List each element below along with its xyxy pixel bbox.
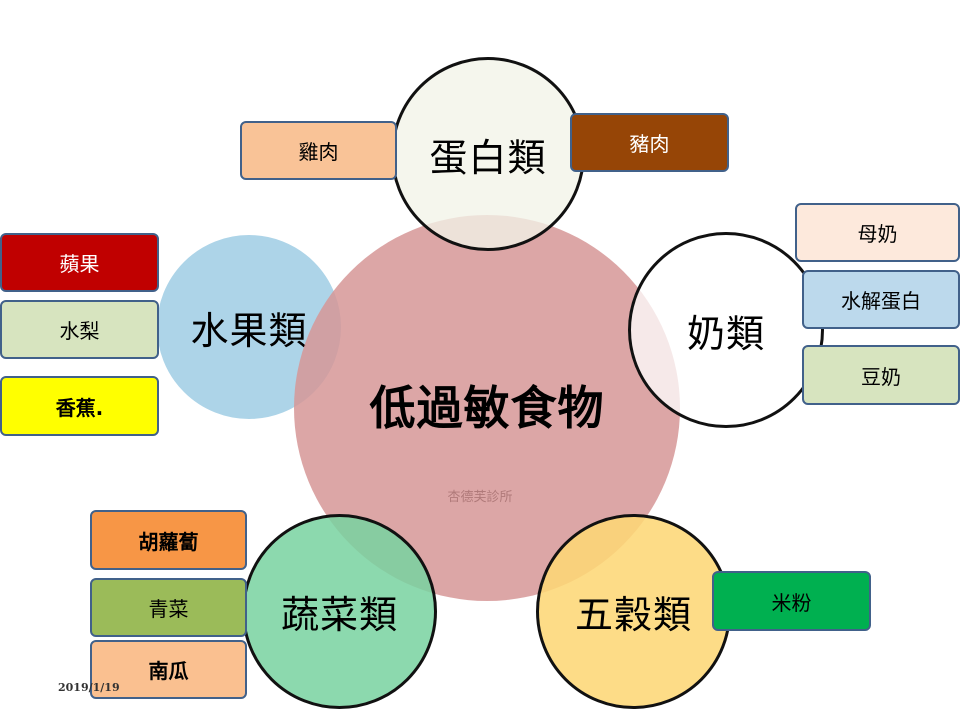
category-label-milk: 奶類 — [686, 311, 765, 356]
slide-date: 2019/1/19 — [58, 681, 120, 694]
category-label-fruit: 水果類 — [190, 308, 308, 353]
food-item-chicken: 雞肉 — [240, 121, 397, 180]
food-item-banana: 香蕉. — [0, 376, 159, 436]
food-item-carrot: 胡蘿蔔 — [90, 510, 247, 570]
food-item-pumpkin: 南瓜 — [90, 640, 247, 699]
category-label-grain: 五穀類 — [574, 593, 692, 637]
food-item-hydrolyzed-protein: 水解蛋白 — [802, 270, 960, 329]
category-circle-grain: 五穀類 — [536, 514, 731, 709]
category-label-vegetable: 蔬菜類 — [280, 593, 398, 637]
food-item-pork: 豬肉 — [570, 113, 729, 172]
category-circle-protein: 蛋白類 — [391, 57, 585, 251]
food-item-soy-milk: 豆奶 — [802, 345, 960, 405]
clinic-watermark: 杏德芙診所 — [447, 490, 513, 505]
food-item-breast-milk: 母奶 — [795, 203, 960, 262]
category-circle-vegetable: 蔬菜類 — [242, 514, 437, 709]
category-label-protein: 蛋白類 — [429, 135, 547, 180]
food-item-apple: 蘋果 — [0, 233, 159, 292]
food-item-pear: 水梨 — [0, 300, 159, 359]
center-title: 低過敏食物 — [369, 381, 605, 435]
category-circle-milk: 奶類 — [628, 232, 824, 428]
food-item-rice-noodles: 米粉 — [712, 571, 871, 631]
food-item-greens: 青菜 — [90, 578, 247, 637]
